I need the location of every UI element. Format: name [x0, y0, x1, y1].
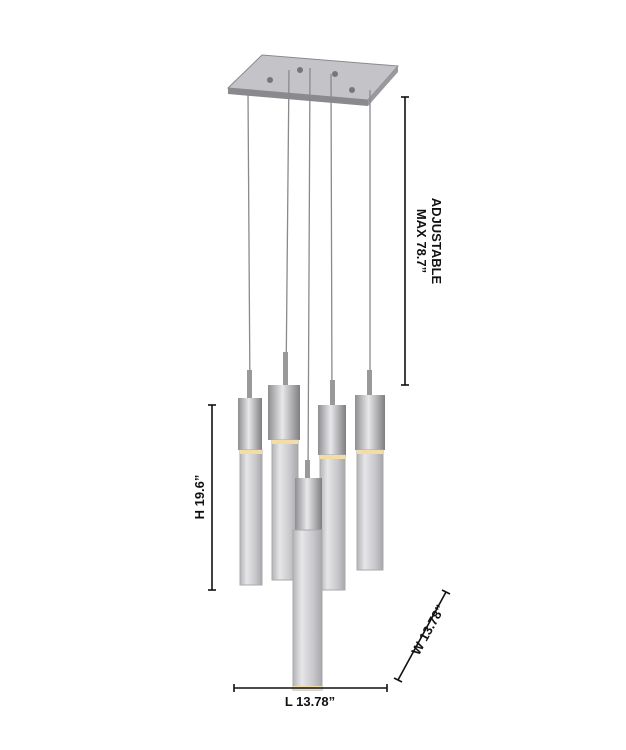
- pendant-1: [238, 370, 263, 586]
- pendant-3: [292, 460, 323, 691]
- dimension-lines: [208, 96, 451, 692]
- pendant-4: [318, 380, 346, 591]
- suspension-wires: [247, 67, 371, 479]
- adjustable-max-text: MAX 78.7”: [414, 209, 429, 273]
- pendants: [238, 352, 385, 691]
- height-label: H 19.6”: [192, 475, 207, 520]
- length-label: L 13.78”: [285, 694, 335, 709]
- adjustable-text: ADJUSTABLE: [429, 198, 444, 285]
- width-label: W 13.78”: [408, 602, 448, 657]
- pendant-5: [355, 370, 385, 571]
- canopy: [226, 54, 400, 106]
- adjustable-label: ADJUSTABLE MAX 78.7”: [414, 198, 444, 285]
